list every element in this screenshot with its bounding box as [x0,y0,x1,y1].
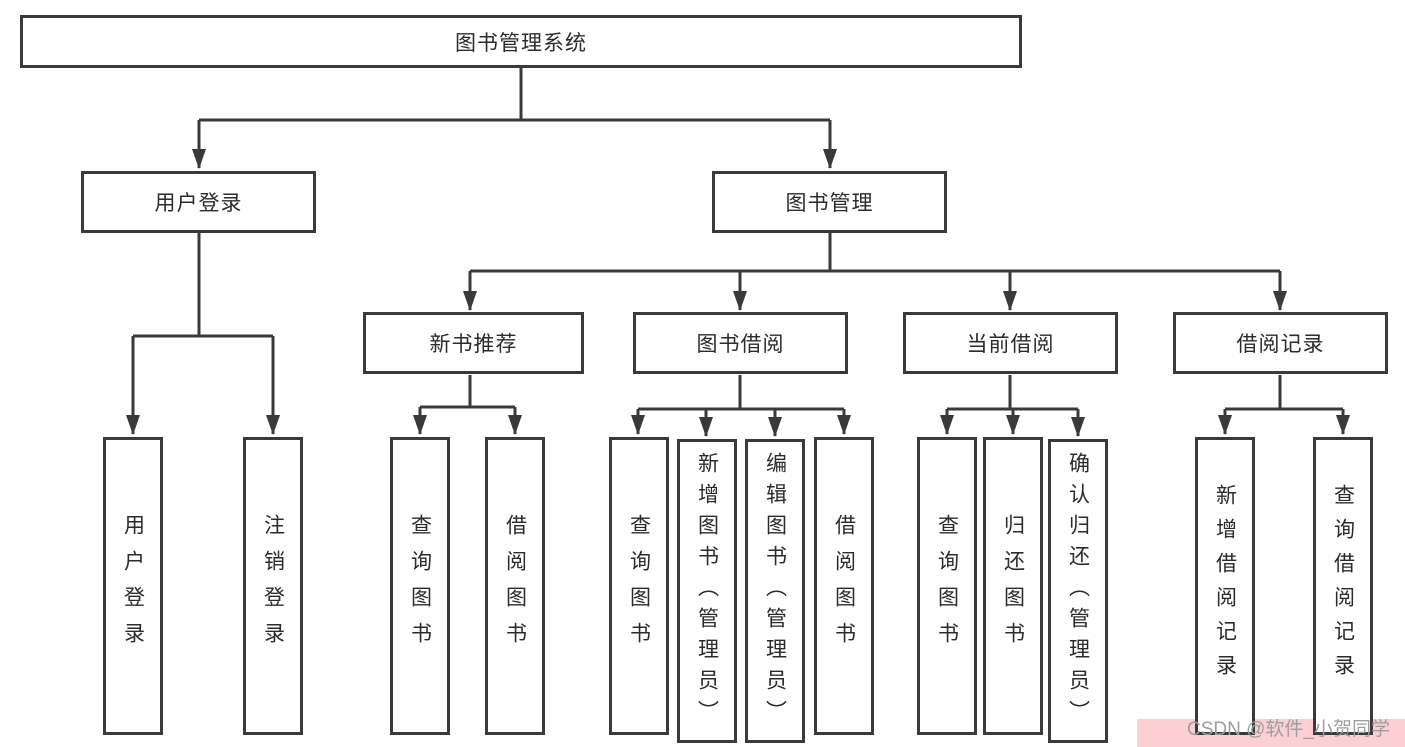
group-current-borrow: 当前借阅 [903,312,1118,374]
leaf-label: 归还图书 [1001,514,1025,658]
leaf-label: 查询图书 [935,514,959,658]
group-borrow-records: 借阅记录 [1173,312,1388,374]
leaf-label: 注销登录 [261,514,285,658]
node-book-management: 图书管理 [712,171,947,233]
node-root-label: 图书管理系统 [455,31,587,55]
leaf-logout: 注销登录 [243,437,303,735]
leaf-borrow-books-recommend: 借阅图书 [485,437,545,735]
leaf-label: 借阅图书 [832,514,856,658]
group-label: 借阅记录 [1236,333,1325,356]
node-root: 图书管理系统 [20,15,1022,68]
node-user-login-label: 用户登录 [154,192,243,215]
leaf-edit-book-admin: 编辑图书（管理员） [745,439,805,743]
group-label: 新书推荐 [429,333,518,356]
leaf-query-books-borrow: 查询图书 [609,437,669,735]
node-user-login: 用户登录 [81,171,316,233]
leaf-label: 用户登录 [121,514,145,658]
leaf-return-book: 归还图书 [983,437,1043,735]
leaf-confirm-return-admin: 确认归还（管理员） [1048,439,1108,743]
leaf-user-login: 用户登录 [103,437,163,735]
leaf-label: 编辑图书（管理员） [763,451,787,731]
leaf-borrow-books: 借阅图书 [814,437,874,735]
leaf-label: 查询借阅记录 [1331,484,1355,688]
node-book-management-label: 图书管理 [785,192,874,215]
leaf-add-borrow-record: 新增借阅记录 [1195,437,1255,735]
leaf-label: 确认归还（管理员） [1066,451,1090,731]
watermark-text: CSDN @软件_小贺同学 [1187,719,1390,740]
leaf-query-books-current: 查询图书 [917,437,977,735]
leaf-label: 查询图书 [408,514,432,658]
group-book-borrow: 图书借阅 [633,312,848,374]
leaf-label: 借阅图书 [503,514,527,658]
group-label: 当前借阅 [966,333,1055,356]
group-label: 图书借阅 [696,333,785,356]
leaf-label: 新增借阅记录 [1213,484,1237,688]
leaf-label: 查询图书 [627,514,651,658]
group-new-book-recommend: 新书推荐 [363,312,584,374]
leaf-label: 新增图书（管理员） [695,451,719,731]
leaf-query-books-recommend: 查询图书 [390,437,450,735]
leaf-add-book-admin: 新增图书（管理员） [677,439,737,743]
leaf-query-borrow-record: 查询借阅记录 [1313,437,1373,735]
